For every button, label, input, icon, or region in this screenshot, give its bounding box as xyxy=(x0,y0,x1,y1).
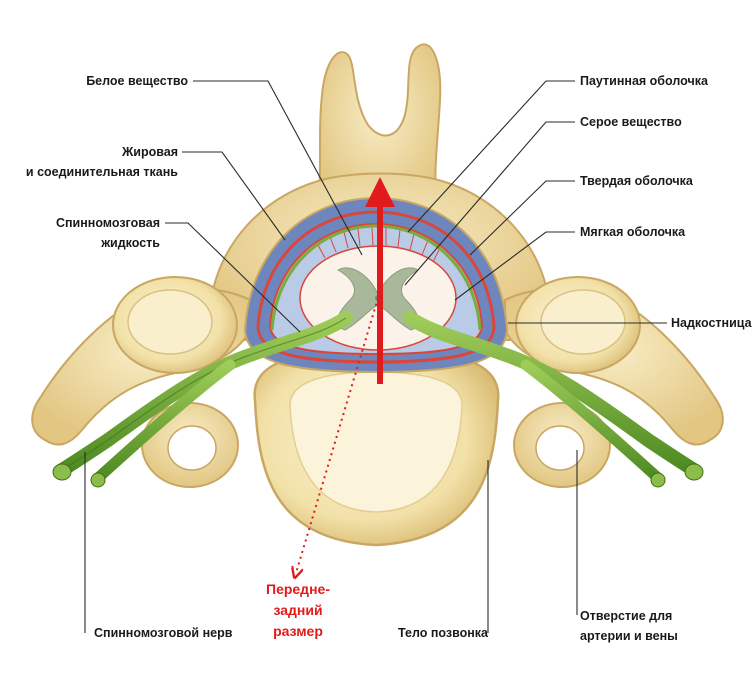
right-facet-surface xyxy=(540,289,626,355)
arachnoid-trabeculae xyxy=(317,227,441,263)
leader-lines xyxy=(84,80,667,633)
label-arachnoid: Паутинная оболочка xyxy=(580,74,709,88)
label-spinal-nerve: Спинномозговой нерв xyxy=(94,626,233,640)
left-foramen-opening xyxy=(167,425,217,471)
label-vertebral-body: Тело позвонка xyxy=(398,626,489,640)
label-gray-matter: Серое вещество xyxy=(580,115,682,129)
left-facet-surface xyxy=(127,289,213,355)
label-csf-line2: жидкость xyxy=(100,236,160,250)
dura-mater xyxy=(256,210,496,364)
leader-arachnoid xyxy=(407,80,575,233)
left-branch-end xyxy=(90,472,106,488)
label-pia: Мягкая оболочка xyxy=(580,225,686,239)
nerve-root-lining xyxy=(270,224,377,331)
right-nerve-end xyxy=(684,463,704,481)
right-foramen-opening xyxy=(535,425,585,471)
leader-pia xyxy=(454,231,575,301)
label-csf-line1: Спинномозговая xyxy=(56,216,160,230)
right-branch-end xyxy=(650,472,666,488)
nerve-root-lining-right xyxy=(375,224,482,331)
vertebral-body-endplate xyxy=(289,371,463,513)
label-white-matter: Белое вещество xyxy=(86,74,188,88)
leader-csf xyxy=(165,222,301,333)
leader-dura xyxy=(469,180,575,256)
left-nerve-end xyxy=(52,463,72,481)
leader-fat-tissue xyxy=(182,151,286,241)
label-fat-tissue-line1: Жировая xyxy=(121,145,178,159)
left-nerve-branch xyxy=(92,359,236,484)
label-ap-dimension-line1: Передне- xyxy=(266,581,330,597)
label-periosteum: Надкостница xyxy=(671,316,752,330)
label-foramen-line2: артерии и вены xyxy=(580,629,678,643)
right-nerve-branch xyxy=(520,359,664,484)
right-spinal-nerve xyxy=(403,311,701,477)
leader-gray-matter xyxy=(404,121,575,286)
label-ap-dimension-line2: задний xyxy=(273,602,322,618)
leader-white-matter xyxy=(193,80,363,256)
spinal-nerves xyxy=(52,224,704,488)
spinous-process xyxy=(316,43,442,216)
label-dura: Твердая оболочка xyxy=(580,174,694,188)
label-foramen-line1: Отверстие для xyxy=(580,609,672,623)
labels: Белое вещество Жировая и соединительная … xyxy=(26,74,752,643)
label-fat-tissue-line2: и соединительная ткань xyxy=(26,165,178,179)
label-ap-dimension-line3: размер xyxy=(273,623,323,639)
